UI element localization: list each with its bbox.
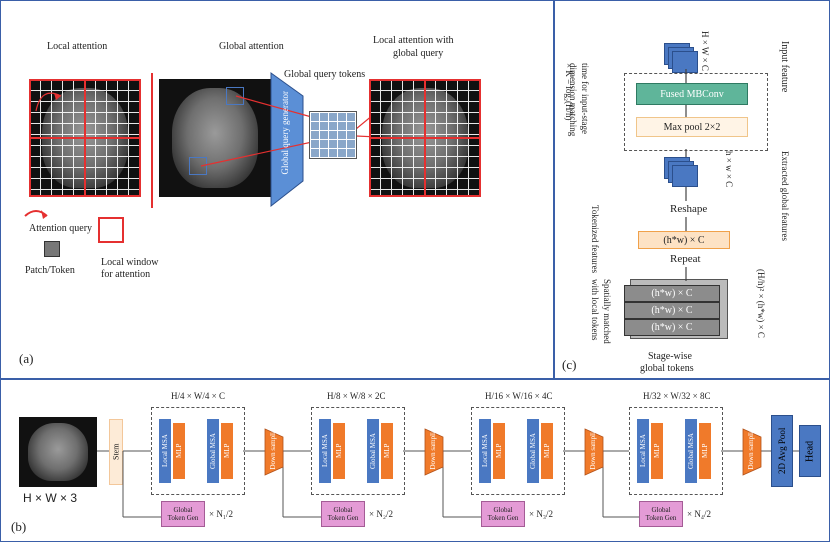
stage-2-dim: H/8 × W/8 × 2C — [327, 391, 386, 401]
input-dim-label: H × W × 3 — [23, 491, 78, 505]
stagewise-2: global tokens — [640, 363, 694, 374]
mlp-2b: MLP — [381, 423, 393, 479]
stage-1-rep: × N₁/2 — [209, 509, 233, 519]
stage-3-dim: H/16 × W/16 × 4C — [485, 391, 553, 401]
mlp-4a: MLP — [651, 423, 663, 479]
stage-4-rep: × N₄/2 — [687, 509, 711, 519]
down-1: Down sampling — [269, 425, 277, 470]
fused-mbconv-block: Fused MBConv — [636, 83, 748, 105]
panel-c-arrows — [685, 69, 687, 281]
head-block: Head — [799, 425, 821, 477]
stack-row-2: (h*w) × C — [624, 302, 720, 319]
mlp-4b: MLP — [699, 423, 711, 479]
global-msa-1: Global MSA — [207, 419, 219, 483]
separator-line — [151, 73, 153, 208]
legend-attention-query: Attention query — [29, 223, 93, 234]
stage-1-dim: H/4 × W/4 × C — [171, 391, 225, 401]
stage-2-rep: × N₂/2 — [369, 509, 393, 519]
down-4: Down sampling — [747, 425, 755, 470]
avg-pool-block: 2D Avg Pool — [771, 415, 793, 487]
stage-4-dim: H/32 × W/32 × 8C — [643, 391, 711, 401]
global-msa-2: Global MSA — [367, 419, 379, 483]
legend-window-swatch — [98, 217, 124, 243]
stage-3 — [471, 407, 565, 495]
generator-label: Global query generator — [280, 91, 290, 175]
title-global-attention: Global attention — [219, 41, 284, 52]
ct-image-global — [159, 79, 271, 197]
panel-c-label: (c) — [562, 357, 577, 372]
down-2: Down sampling — [429, 425, 437, 470]
mlp-3a: MLP — [493, 423, 505, 479]
gq-tokens-label: Global query tokens — [284, 69, 366, 80]
legend-window-1: Local window — [101, 257, 159, 268]
title-local-attention: Local attention — [47, 41, 108, 52]
mlp-3b: MLP — [541, 423, 553, 479]
down-3: Down sampling — [589, 425, 597, 470]
title-local-global-2: global query — [393, 48, 444, 59]
stage-1 — [151, 407, 245, 495]
legend-window-2: for attention — [101, 269, 151, 280]
panel-b-label: (b) — [11, 519, 27, 534]
stage-4 — [629, 407, 723, 495]
local-msa-2: Local MSA — [319, 419, 331, 483]
input-ct-image — [19, 417, 97, 487]
stage-2 — [311, 407, 405, 495]
stage-3-rep: × N₃/2 — [529, 509, 553, 519]
global-msa-3: Global MSA — [527, 419, 539, 483]
stack-row-1: (h*w) × C — [624, 285, 720, 302]
mlp-1b: MLP — [221, 423, 233, 479]
hw-c-block: (h*w) × C — [638, 231, 730, 249]
panel-c: Input feature H × W × C Fused MBConv Max… — [553, 0, 830, 380]
local-msa-3: Local MSA — [479, 419, 491, 483]
query-token-grid — [309, 111, 357, 159]
maxpool-block: Max pool 2×2 — [636, 117, 748, 137]
legend-patch: Patch/Token — [25, 265, 75, 276]
mbconv-dashed-box — [624, 73, 768, 151]
panel-a: Local attention Global attention Local a… — [0, 0, 555, 380]
panel-b-svg — [97, 428, 799, 518]
panel-b: H × W × 3 Stem H/4 — [0, 378, 830, 542]
local-msa-1: Local MSA — [159, 419, 171, 483]
reshape-label: Reshape — [670, 203, 708, 215]
repeat-label: Repeat — [670, 253, 701, 265]
local-msa-4: Local MSA — [637, 419, 649, 483]
stagewise-1: Stage-wise — [648, 351, 692, 362]
mlp-2a: MLP — [333, 423, 345, 479]
title-local-global-1: Local attention with — [373, 35, 454, 46]
stack-row-3: (h*w) × C — [624, 319, 720, 336]
panel-a-label: (a) — [19, 351, 34, 366]
global-msa-4: Global MSA — [685, 419, 697, 483]
legend-patch-swatch — [44, 241, 60, 257]
mlp-1a: MLP — [173, 423, 185, 479]
